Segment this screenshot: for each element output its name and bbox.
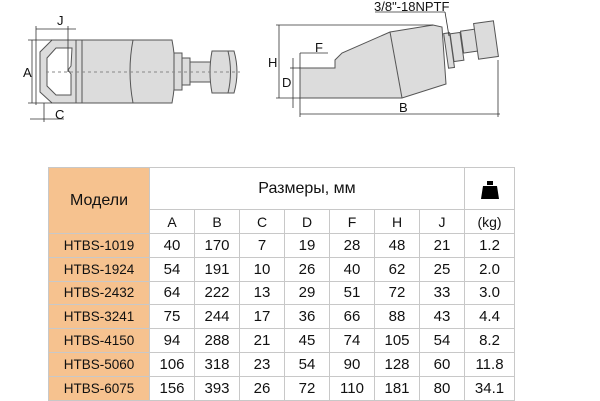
value-cell: 110 [329,375,375,401]
column-header-d: D [284,209,330,234]
value-cell: 128 [374,351,420,377]
weight-cell: 1.2 [464,233,515,258]
value-cell: 288 [194,328,240,353]
value-cell: 72 [284,375,330,401]
value-cell: 21 [419,233,465,258]
column-header-f: F [329,209,375,234]
weight-cell: 34.1 [464,375,515,401]
weight-cell: 4.4 [464,304,515,330]
column-header-h: H [374,209,420,234]
column-header-j: J [419,209,465,234]
value-cell: 72 [374,280,420,306]
value-cell: 28 [329,233,375,258]
value-cell: 17 [239,304,285,330]
value-cell: 54 [419,328,465,353]
model-cell: HTBS-1019 [48,233,150,258]
dim-label-j: J [57,13,64,28]
model-cell: HTBS-2432 [48,280,150,306]
value-cell: 29 [284,280,330,306]
value-cell: 88 [374,304,420,330]
weight-cell: 11.8 [464,351,515,377]
weight-cell: 2.0 [464,256,515,282]
value-cell: 393 [194,375,240,401]
column-header-c: C [239,209,285,234]
value-cell: 318 [194,351,240,377]
value-cell: 45 [284,328,330,353]
models-header: Модели [48,167,150,234]
value-cell: 64 [149,280,195,306]
value-cell: 48 [374,233,420,258]
value-cell: 26 [284,256,330,282]
value-cell: 244 [194,304,240,330]
side-view-drawing [299,20,499,99]
value-cell: 105 [374,328,420,353]
front-view-drawing [39,39,240,104]
value-cell: 43 [419,304,465,330]
dim-label-a: A [23,65,32,80]
dim-label-d: D [282,75,292,90]
value-cell: 80 [419,375,465,401]
model-cell: HTBS-4150 [48,328,150,353]
value-cell: 40 [329,256,375,282]
value-cell: 75 [149,304,195,330]
weight-cell: 8.2 [464,328,515,353]
value-cell: 13 [239,280,285,306]
value-cell: 54 [149,256,195,282]
value-cell: 156 [149,375,195,401]
value-cell: 23 [239,351,285,377]
value-cell: 60 [419,351,465,377]
value-cell: 222 [194,280,240,306]
value-cell: 51 [329,280,375,306]
value-cell: 36 [284,304,330,330]
value-cell: 19 [284,233,330,258]
column-header-a: A [149,209,195,234]
dim-label-f: F [315,40,323,55]
value-cell: 181 [374,375,420,401]
value-cell: 33 [419,280,465,306]
weight-cell: 3.0 [464,280,515,306]
weight-unit: (kg) [464,209,515,234]
weight-header [464,167,515,210]
value-cell: 62 [374,256,420,282]
value-cell: 25 [419,256,465,282]
value-cell: 21 [239,328,285,353]
dim-label-h: H [268,55,278,70]
model-cell: HTBS-5060 [48,351,150,377]
value-cell: 170 [194,233,240,258]
value-cell: 26 [239,375,285,401]
value-cell: 66 [329,304,375,330]
value-cell: 106 [149,351,195,377]
model-cell: HTBS-6075 [48,375,150,401]
dim-label-c: C [55,107,65,122]
model-cell: HTBS-1924 [48,256,150,282]
value-cell: 54 [284,351,330,377]
value-cell: 94 [149,328,195,353]
thread-label: 3/8"-18NPTF [374,0,450,14]
weight-icon [480,181,499,199]
dim-label-b: B [399,100,408,115]
value-cell: 10 [239,256,285,282]
value-cell: 40 [149,233,195,258]
value-cell: 7 [239,233,285,258]
value-cell: 191 [194,256,240,282]
dimension-lines [28,11,500,122]
model-cell: HTBS-3241 [48,304,150,330]
value-cell: 74 [329,328,375,353]
column-header-b: B [194,209,240,234]
value-cell: 90 [329,351,375,377]
dimensions-header: Размеры, мм [149,167,465,210]
tool-drawings [28,11,500,122]
